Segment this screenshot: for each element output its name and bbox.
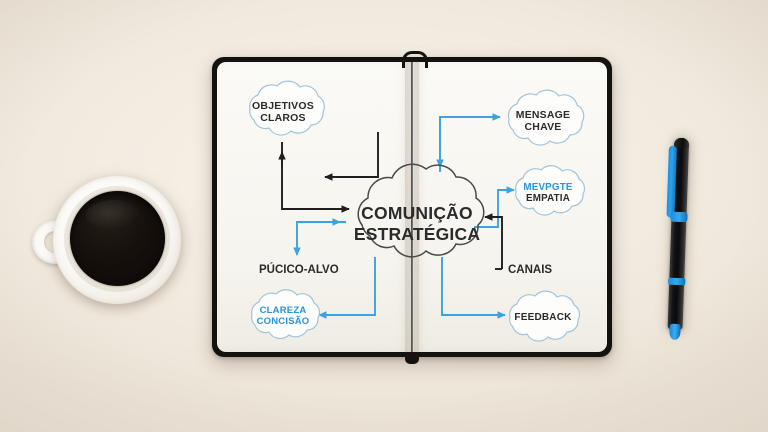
connector-clareza-to-center bbox=[318, 257, 376, 319]
connector-center-to-publico bbox=[293, 221, 346, 256]
node-mensage-line1: MENSAGE bbox=[516, 109, 571, 121]
node-canais[interactable]: CANAIS bbox=[508, 264, 552, 276]
coffee-surface bbox=[70, 191, 165, 286]
connector-objetivos-to-center bbox=[281, 142, 350, 213]
coffee-mug bbox=[28, 152, 193, 317]
connector-center-to-empatia bbox=[474, 186, 515, 228]
pen-cap-ring bbox=[670, 211, 688, 223]
notebook-elastic-band-top bbox=[402, 51, 428, 68]
node-center-line1: COMUNIÇÃO bbox=[361, 202, 473, 223]
notebook-gutter bbox=[405, 62, 419, 352]
connector-center-to-objetivos bbox=[324, 132, 379, 181]
node-canais-label: CANAIS bbox=[508, 264, 552, 276]
node-clareza-line2: CONCISÃO bbox=[257, 316, 310, 327]
node-mensage-chave[interactable]: MENSAGE CHAVE bbox=[507, 89, 585, 146]
node-escuta-empatia[interactable]: MEVPGTE EMPATIA bbox=[515, 165, 586, 216]
node-clareza-line1: CLAREZA bbox=[260, 305, 307, 316]
node-center-line2: ESTRATÉGICA bbox=[354, 223, 480, 244]
connector-center-to-mensage bbox=[439, 113, 501, 172]
pen bbox=[659, 127, 700, 341]
mind-map-diagram: COMUNIÇÃO ESTRATÉGICA OBJETIVOS CLAROS P… bbox=[249, 80, 586, 342]
node-feedback[interactable]: FEEDBACK bbox=[509, 290, 581, 342]
node-mensage-line2: CHAVE bbox=[525, 121, 562, 133]
node-empatia-line1: MEVPGTE bbox=[523, 182, 573, 193]
node-feedback-label: FEEDBACK bbox=[514, 312, 572, 323]
node-clareza-concisao[interactable]: CLAREZA CONCISÃO bbox=[251, 289, 321, 339]
notebook-elastic-band-bottom bbox=[405, 352, 419, 364]
connector-center-to-feedback bbox=[441, 257, 506, 319]
node-objetivos-line2: CLAROS bbox=[260, 112, 306, 124]
node-center[interactable]: COMUNIÇÃO ESTRATÉGICA bbox=[354, 163, 485, 258]
node-publico-alvo[interactable]: PÚCICO-ALVO bbox=[259, 263, 339, 276]
node-objetivos-claros[interactable]: OBJETIVOS CLAROS bbox=[249, 80, 325, 136]
coffee-highlight bbox=[86, 200, 142, 230]
node-empatia-line2: EMPATIA bbox=[526, 193, 570, 204]
node-objetivos-line1: OBJETIVOS bbox=[252, 100, 314, 112]
node-publico-alvo-label: PÚCICO-ALVO bbox=[259, 263, 339, 276]
connector-canais-to-center bbox=[484, 213, 503, 269]
pen-grip-band bbox=[668, 277, 686, 286]
